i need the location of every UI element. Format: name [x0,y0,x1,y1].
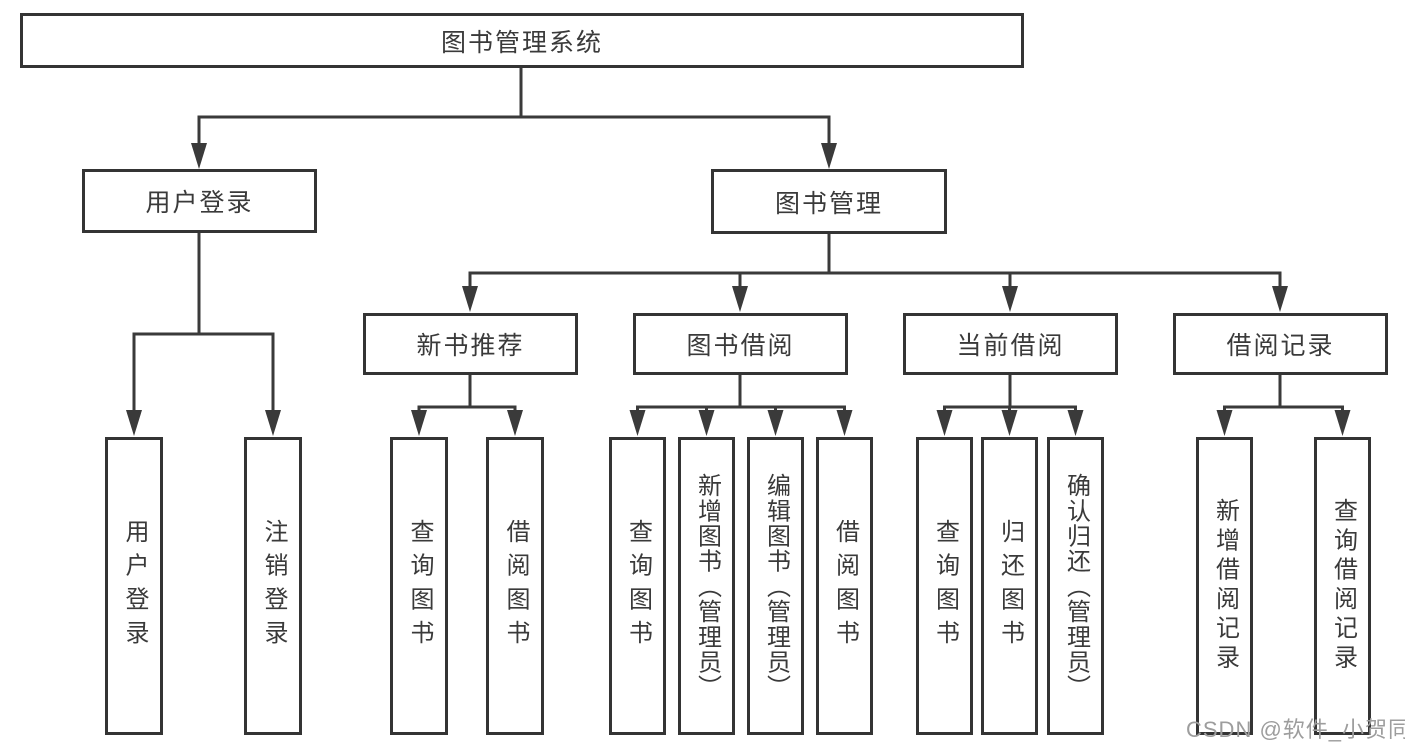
node-book-management-label: 图书管理 [774,189,883,218]
leaf-borrow-query-book-label: 查询图书 [624,518,652,654]
leaf-add-book-admin: 新增图书（管理员） [678,437,735,735]
leaf-confirm-return-admin: 确认归还（管理员） [1047,437,1104,735]
node-borrow-record-label: 借阅记录 [1226,332,1335,360]
node-user-login-label: 用户登录 [145,189,254,217]
leaf-recommend-query-book-label: 查询图书 [406,518,433,654]
node-new-book-recommend: 新书推荐 [363,313,578,375]
node-root-system: 图书管理系统 [20,13,1024,68]
node-user-login: 用户登录 [82,169,317,233]
node-current-borrow: 当前借阅 [903,313,1118,375]
leaf-return-book-label: 归还图书 [996,518,1024,654]
leaf-edit-book-admin-label: 编辑图书（管理员） [762,472,790,700]
leaf-recommend-borrow-book: 借阅图书 [486,437,544,735]
leaf-edit-book-admin: 编辑图书（管理员） [747,437,804,735]
node-borrow-record: 借阅记录 [1173,313,1388,375]
node-current-borrow-label: 当前借阅 [956,332,1065,360]
leaf-add-book-admin-label: 新增图书（管理员） [693,472,721,700]
leaf-current-query-book: 查询图书 [916,437,973,735]
leaf-add-borrow-record-label: 新增借阅记录 [1211,498,1239,674]
csdn-watermark: CSDN @软件_小贺同学 [1186,717,1405,742]
leaf-logout: 注销登录 [244,437,302,735]
leaf-user-login: 用户登录 [105,437,163,735]
leaf-borrow-borrow-book-label: 借阅图书 [831,518,859,654]
leaf-return-book: 归还图书 [981,437,1038,735]
node-root-system-label: 图书管理系统 [440,28,603,57]
leaf-recommend-borrow-book-label: 借阅图书 [502,518,529,654]
leaf-current-query-book-label: 查询图书 [931,518,959,654]
leaf-query-borrow-record: 查询借阅记录 [1314,437,1371,735]
leaf-logout-label: 注销登录 [260,518,287,654]
leaf-add-borrow-record: 新增借阅记录 [1196,437,1253,735]
node-book-management: 图书管理 [711,169,947,234]
leaf-recommend-query-book: 查询图书 [390,437,448,735]
node-book-borrow-label: 图书借阅 [686,332,795,360]
leaf-query-borrow-record-label: 查询借阅记录 [1329,498,1357,674]
node-new-book-recommend-label: 新书推荐 [416,332,525,360]
leaf-confirm-return-admin-label: 确认归还（管理员） [1062,472,1090,700]
leaf-borrow-borrow-book: 借阅图书 [816,437,873,735]
leaf-borrow-query-book: 查询图书 [609,437,666,735]
node-book-borrow: 图书借阅 [633,313,848,375]
leaf-user-login-label: 用户登录 [121,518,148,654]
